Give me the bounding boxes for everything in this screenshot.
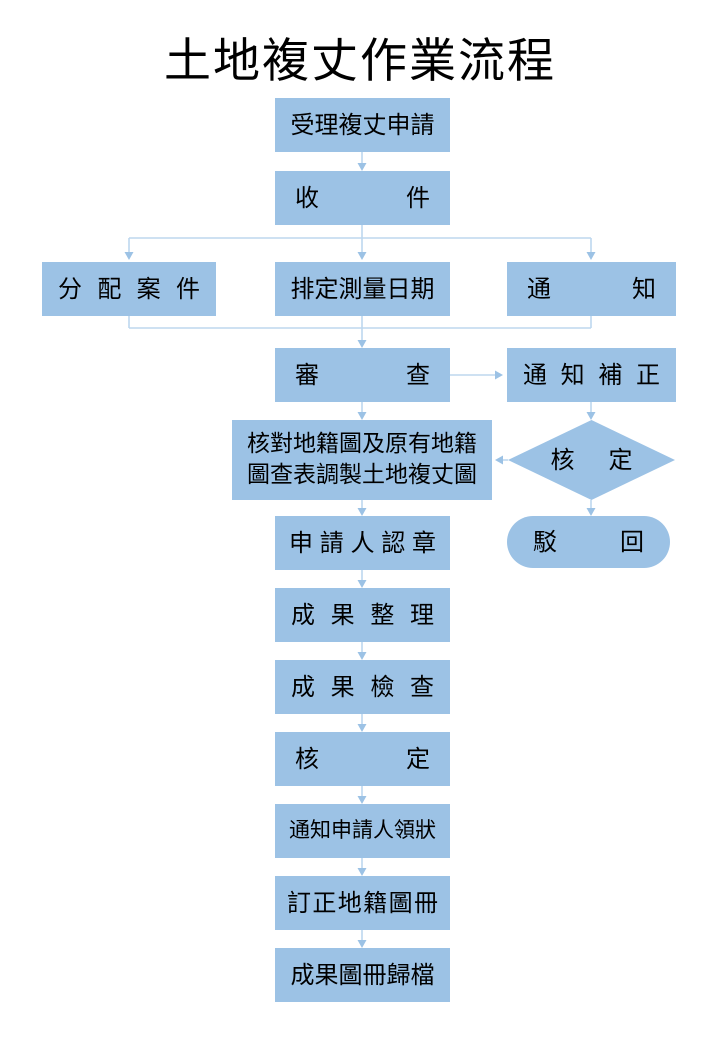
node-label: 核對地籍圖及原有地籍 圖查表調製土地複丈圖 — [247, 431, 477, 488]
connector-approval-to-notifycollect — [357, 786, 367, 804]
node-label: 核定 — [550, 445, 667, 474]
node-label: 訂正地籍圖冊 — [287, 888, 438, 917]
node-intake: 收件 — [275, 171, 450, 225]
node-prepare-resurvey-map: 核對地籍圖及原有地籍 圖查表調製土地複丈圖 — [232, 420, 492, 500]
node-notify-collect-certificate: 通知申請人領狀 — [275, 804, 450, 858]
connector-notifycollect-to-correctbooks — [357, 858, 367, 876]
node-final-approval: 核定 — [275, 732, 450, 786]
node-inspect-results: 成果檢查 — [275, 660, 450, 714]
node-correct-cadastral-books: 訂正地籍圖冊 — [275, 876, 450, 930]
node-accept-application: 受理複丈申請 — [275, 98, 450, 152]
node-schedule-survey: 排定測量日期 — [275, 262, 450, 316]
node-archive-results: 成果圖冊歸檔 — [275, 948, 450, 1002]
node-label: 收件 — [295, 183, 430, 212]
node-notify: 通知 — [507, 262, 676, 316]
node-label: 通知申請人領狀 — [289, 818, 436, 843]
node-label: 通知補正 — [523, 360, 660, 389]
node-label: 成果整理 — [291, 600, 434, 629]
node-label: 核定 — [295, 744, 430, 773]
node-reject: 駁回 — [507, 516, 670, 568]
node-notify-correction: 通知補正 — [507, 348, 676, 402]
node-label: 分配案件 — [58, 274, 200, 303]
node-organize-results: 成果整理 — [275, 588, 450, 642]
node-applicant-seal: 申請人認章 — [275, 516, 450, 570]
node-assign-case: 分配案件 — [42, 262, 216, 316]
connector-inspect-to-approval — [357, 714, 367, 732]
connector-review-to-correction — [450, 370, 503, 380]
node-label: 成果圖冊歸檔 — [290, 960, 435, 989]
connector-review-to-prepare — [357, 402, 367, 420]
connector-accept-to-intake — [357, 152, 367, 171]
node-label: 審查 — [295, 360, 430, 389]
connector-decision-to-prepare — [495, 455, 508, 465]
node-label: 排定測量日期 — [290, 274, 435, 303]
connector-decision-to-reject — [586, 500, 596, 516]
connector-intake-branch — [124, 225, 596, 260]
connector-prepare-to-seal — [357, 500, 367, 516]
node-label: 成果檢查 — [291, 672, 434, 701]
node-label: 駁回 — [533, 527, 644, 556]
connector-organize-to-inspect — [357, 642, 367, 660]
connector-merge-to-review — [128, 316, 592, 348]
node-label: 申請人認章 — [289, 528, 436, 557]
connector-correctbooks-to-archive — [357, 930, 367, 948]
connector-correction-to-decision — [586, 402, 596, 420]
connector-seal-to-organize — [357, 570, 367, 588]
node-review: 審查 — [275, 348, 450, 402]
diagram-title: 土地複丈作業流程 — [164, 34, 556, 89]
node-label: 通知 — [527, 274, 656, 303]
node-label: 受理複丈申請 — [290, 110, 435, 139]
